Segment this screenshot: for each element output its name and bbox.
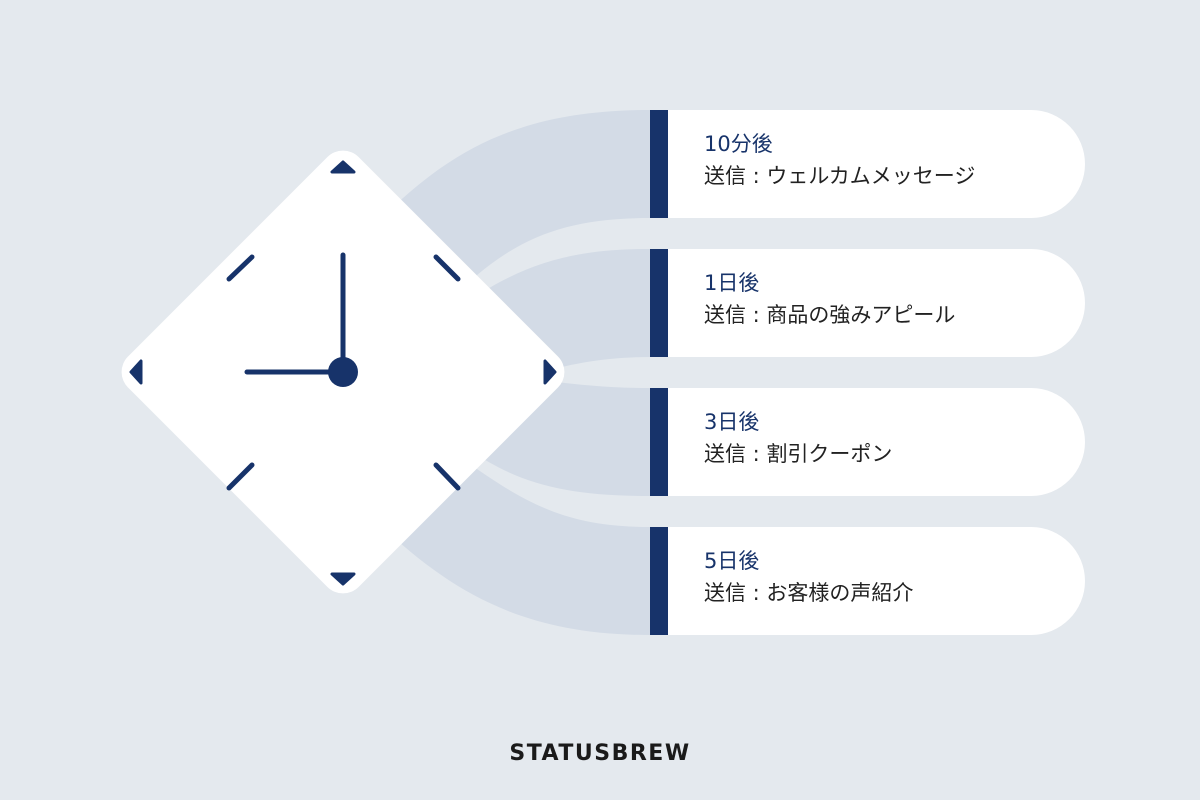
tick-4-30 (433, 462, 461, 491)
clock-center (328, 357, 358, 387)
step-card: 5日後 送信 : お客様の声紹介 (650, 527, 1085, 635)
statusbrew-logo: STATUSBREW (509, 741, 691, 766)
tick-10-30 (226, 254, 255, 282)
accent-bar (650, 249, 668, 357)
step-action: 送信 : 商品の強みアピール (704, 303, 956, 327)
clock-marks (129, 160, 557, 586)
step-action: 送信 : お客様の声紹介 (704, 581, 914, 605)
step-card: 1日後 送信 : 商品の強みアピール (650, 249, 1085, 357)
step-action: 送信 : 割引クーポン (704, 442, 893, 466)
tick-12 (330, 160, 356, 174)
tick-3 (543, 359, 557, 385)
accent-bar (650, 388, 668, 496)
tick-7-30 (226, 462, 255, 491)
tick-1-30 (433, 254, 461, 282)
step-timing: 5日後 (704, 549, 760, 573)
step-action: 送信 : ウェルカムメッセージ (704, 164, 976, 188)
accent-bar (650, 110, 668, 218)
step-timing: 3日後 (704, 410, 760, 434)
tick-9 (129, 359, 143, 385)
step-timing: 1日後 (704, 271, 760, 295)
accent-bar (650, 527, 668, 635)
step-card: 10分後 送信 : ウェルカムメッセージ (650, 110, 1085, 218)
step-timing: 10分後 (704, 132, 773, 156)
step-card: 3日後 送信 : 割引クーポン (650, 388, 1085, 496)
tick-6 (330, 572, 356, 586)
